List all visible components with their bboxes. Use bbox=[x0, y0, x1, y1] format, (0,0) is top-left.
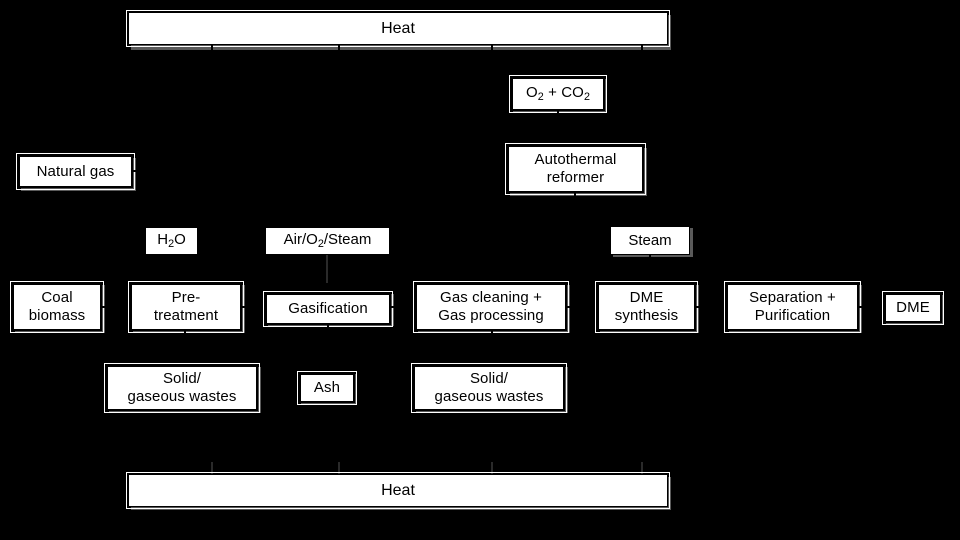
heat-top-drop-2 bbox=[338, 45, 340, 55]
pretreatment-to-gasification-arrow bbox=[242, 306, 266, 308]
heat-bottom-riser-2 bbox=[338, 462, 340, 474]
air-o2-steam-to-gasification bbox=[326, 255, 328, 283]
dme-synthesis-line2: synthesis bbox=[614, 307, 679, 324]
pre-treatment-box: Pre- treatment bbox=[128, 281, 244, 333]
heat-top-drop-3 bbox=[491, 45, 493, 55]
autothermal-reformer-line1: Autothermal bbox=[534, 150, 617, 168]
o2-co2-label: O2 + CO2 bbox=[525, 84, 591, 104]
coal-biomass-line2: biomass bbox=[28, 307, 86, 324]
coal-biomass-line1: Coal bbox=[41, 288, 73, 306]
heat-bottom-riser-4 bbox=[641, 462, 643, 474]
pre-treatment-line1: Pre- bbox=[171, 288, 201, 306]
coal-biomass-box: Coal biomass bbox=[10, 281, 104, 333]
heat-bottom-bar: Heat bbox=[126, 472, 670, 509]
steam-to-dme-synthesis bbox=[649, 255, 651, 283]
o2-co2-box: O2 + CO2 bbox=[509, 75, 607, 113]
air-o2-steam-box: Air/O2/Steam bbox=[265, 227, 390, 255]
wastes-right-line1: Solid/ bbox=[469, 369, 509, 387]
gas-cleaning-line1: Gas cleaning + bbox=[440, 288, 542, 306]
autothermal-reformer-line2: reformer bbox=[546, 169, 605, 186]
wastes-right-line2: gaseous wastes bbox=[434, 388, 544, 405]
wastes-left-line1: Solid/ bbox=[162, 369, 202, 387]
dme-synthesis-box: DME synthesis bbox=[595, 281, 698, 333]
dme-product-label: DME bbox=[896, 299, 930, 317]
ash-label: Ash bbox=[313, 379, 341, 397]
separation-line1: Separation + bbox=[749, 288, 836, 306]
separation-to-dme-arrow bbox=[859, 306, 884, 308]
separation-box: Separation + Purification bbox=[724, 281, 861, 333]
h2o-label: H2O bbox=[157, 231, 186, 251]
heat-bottom-riser-1 bbox=[211, 462, 213, 474]
steam-box: Steam bbox=[610, 226, 690, 255]
wastes-left-line2: gaseous wastes bbox=[127, 388, 237, 405]
dme-product-box: DME bbox=[882, 291, 944, 325]
o2-co2-to-reformer bbox=[557, 111, 559, 145]
separation-line2: Purification bbox=[754, 307, 831, 324]
dme-synthesis-to-separation-arrow bbox=[696, 306, 726, 308]
pretreatment-to-wastes-drop bbox=[184, 331, 186, 365]
dme-synthesis-line1: DME bbox=[629, 288, 664, 306]
ash-box: Ash bbox=[297, 371, 357, 405]
natural-gas-box: Natural gas bbox=[16, 153, 135, 190]
reformer-to-gas-cleaning bbox=[574, 193, 576, 283]
gasification-label: Gasification bbox=[288, 300, 368, 318]
gasification-to-gas-cleaning-arrow bbox=[391, 306, 415, 308]
heat-bottom-label: Heat bbox=[381, 481, 415, 499]
heat-top-drop-1 bbox=[211, 45, 213, 55]
pre-treatment-line2: treatment bbox=[153, 307, 219, 324]
h2o-box: H2O bbox=[145, 227, 198, 255]
gasification-box: Gasification bbox=[263, 291, 393, 327]
heat-top-drop-4 bbox=[641, 45, 643, 55]
gas-cleaning-box: Gas cleaning + Gas processing bbox=[413, 281, 569, 333]
natural-gas-label: Natural gas bbox=[36, 162, 115, 180]
gas-cleaning-to-dme-synthesis-arrow bbox=[567, 306, 597, 308]
heat-bottom-riser-3 bbox=[491, 462, 493, 474]
gas-cleaning-to-wastes-drop bbox=[491, 331, 493, 365]
heat-top-label: Heat bbox=[381, 19, 415, 37]
natural-gas-to-reformer bbox=[133, 170, 508, 172]
steam-label: Steam bbox=[628, 232, 672, 249]
wastes-left-box: Solid/ gaseous wastes bbox=[104, 363, 260, 413]
heat-top-bar: Heat bbox=[126, 10, 670, 47]
wastes-right-box: Solid/ gaseous wastes bbox=[411, 363, 567, 413]
autothermal-reformer-box: Autothermal reformer bbox=[505, 143, 646, 195]
h2o-to-pretreatment bbox=[170, 255, 172, 283]
coal-to-pretreatment-arrow bbox=[102, 306, 130, 308]
gas-cleaning-line2: Gas processing bbox=[438, 307, 544, 324]
gasification-to-ash-drop bbox=[327, 325, 329, 370]
air-o2-steam-label: Air/O2/Steam bbox=[283, 231, 372, 251]
